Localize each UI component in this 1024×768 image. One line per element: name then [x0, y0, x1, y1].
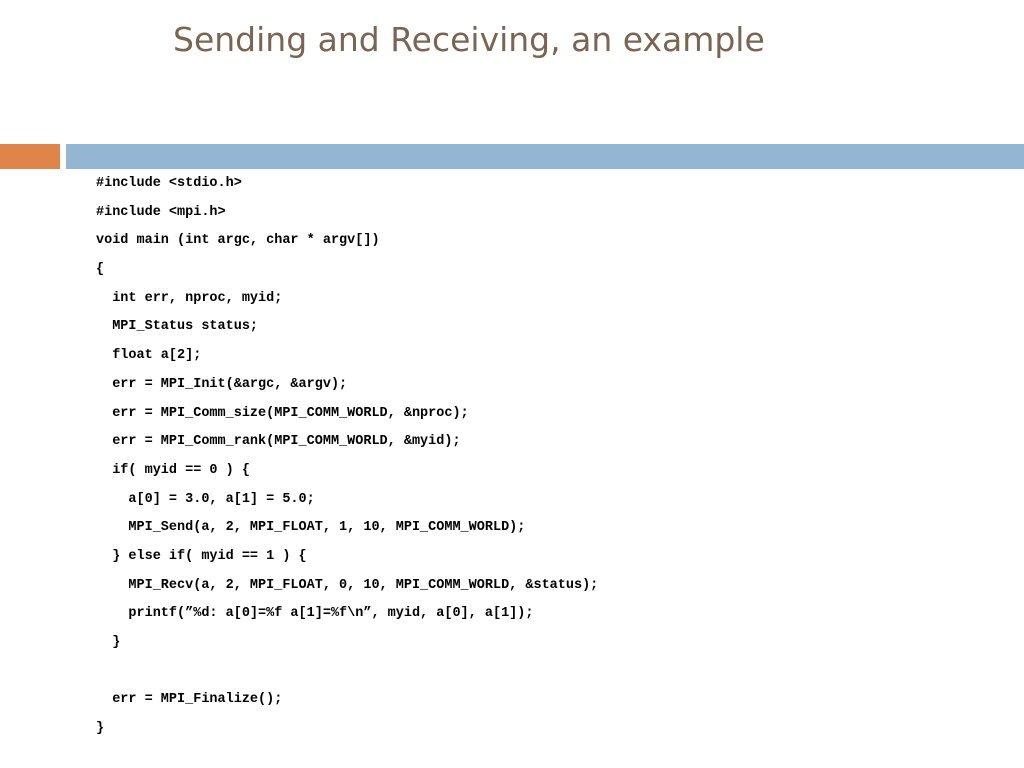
- code-line: int err, nproc, myid;: [96, 290, 283, 306]
- code-line: #include <mpi.h>: [96, 204, 226, 220]
- code-line: }: [96, 635, 121, 650]
- accent-bar-blue: [66, 144, 1024, 169]
- code-line: {: [96, 262, 105, 278]
- accent-bar-orange: [0, 144, 60, 169]
- code-line: printf(”%d: a[0]=%f a[1]=%f\n”, myid, a[…: [96, 606, 534, 622]
- code-line: if( myid == 0 ) {: [96, 462, 250, 478]
- code-line: MPI_Recv(a, 2, MPI_FLOAT, 0, 10, MPI_COM…: [96, 577, 599, 593]
- code-block: #include <stdio.h> #include <mpi.h> void…: [96, 170, 598, 744]
- code-line: err = MPI_Comm_rank(MPI_COMM_WORLD, &myi…: [96, 434, 461, 450]
- code-line: #include <stdio.h>: [96, 176, 242, 191]
- code-line: [96, 658, 598, 687]
- code-line: }: [96, 721, 105, 737]
- code-line: } else if( myid == 1 ) {: [96, 548, 307, 564]
- code-line: float a[2];: [96, 348, 202, 364]
- code-line: err = MPI_Comm_size(MPI_COMM_WORLD, &npr…: [96, 405, 469, 421]
- code-line: a[0] = 3.0, a[1] = 5.0;: [96, 491, 315, 507]
- code-line: err = MPI_Finalize();: [96, 692, 283, 708]
- code-line: MPI_Status status;: [96, 319, 259, 335]
- code-line: MPI_Send(a, 2, MPI_FLOAT, 1, 10, MPI_COM…: [96, 520, 526, 536]
- code-line: void main (int argc, char * argv[]): [96, 233, 380, 249]
- slide-title: Sending and Receiving, an example: [173, 20, 765, 59]
- code-line: err = MPI_Init(&argc, &argv);: [96, 376, 348, 392]
